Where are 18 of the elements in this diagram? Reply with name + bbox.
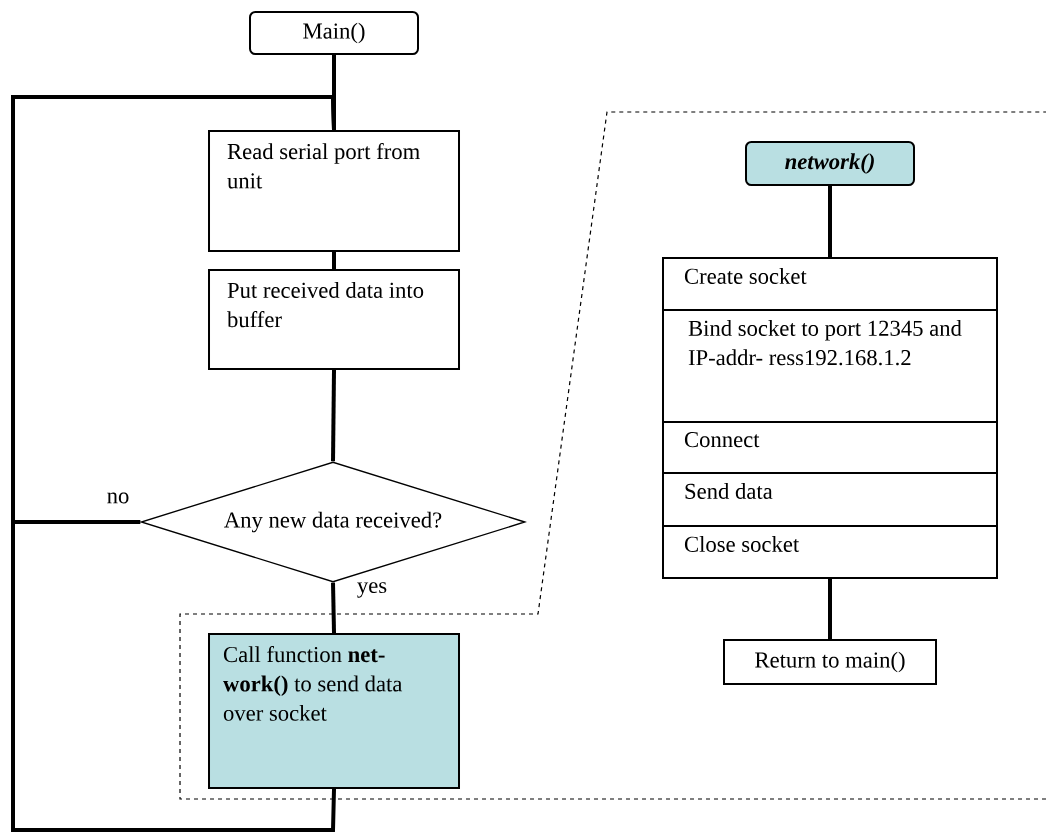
process-box: Put received data into buffer [208, 269, 460, 370]
process-box: Connect [662, 421, 998, 474]
flow-line [828, 186, 832, 257]
terminal-box: Main() [249, 11, 419, 55]
flow-line [828, 579, 832, 639]
terminal-box: Return to main() [723, 639, 937, 685]
process-box: Create socket [662, 257, 998, 311]
flow-line [11, 95, 336, 832]
process-box: Send data [662, 472, 998, 527]
flow-line [331, 369, 336, 462]
flow-line [331, 582, 336, 634]
terminal-box: network() [745, 141, 915, 186]
process-box: Read serial port from unit [208, 130, 460, 252]
flow-line [332, 252, 336, 269]
process-box: Close socket [662, 525, 998, 579]
process-box: Call function net- work() to send data over socket [208, 633, 460, 789]
edge-label: no [105, 491, 131, 505]
edge-label: yes [355, 580, 389, 600]
